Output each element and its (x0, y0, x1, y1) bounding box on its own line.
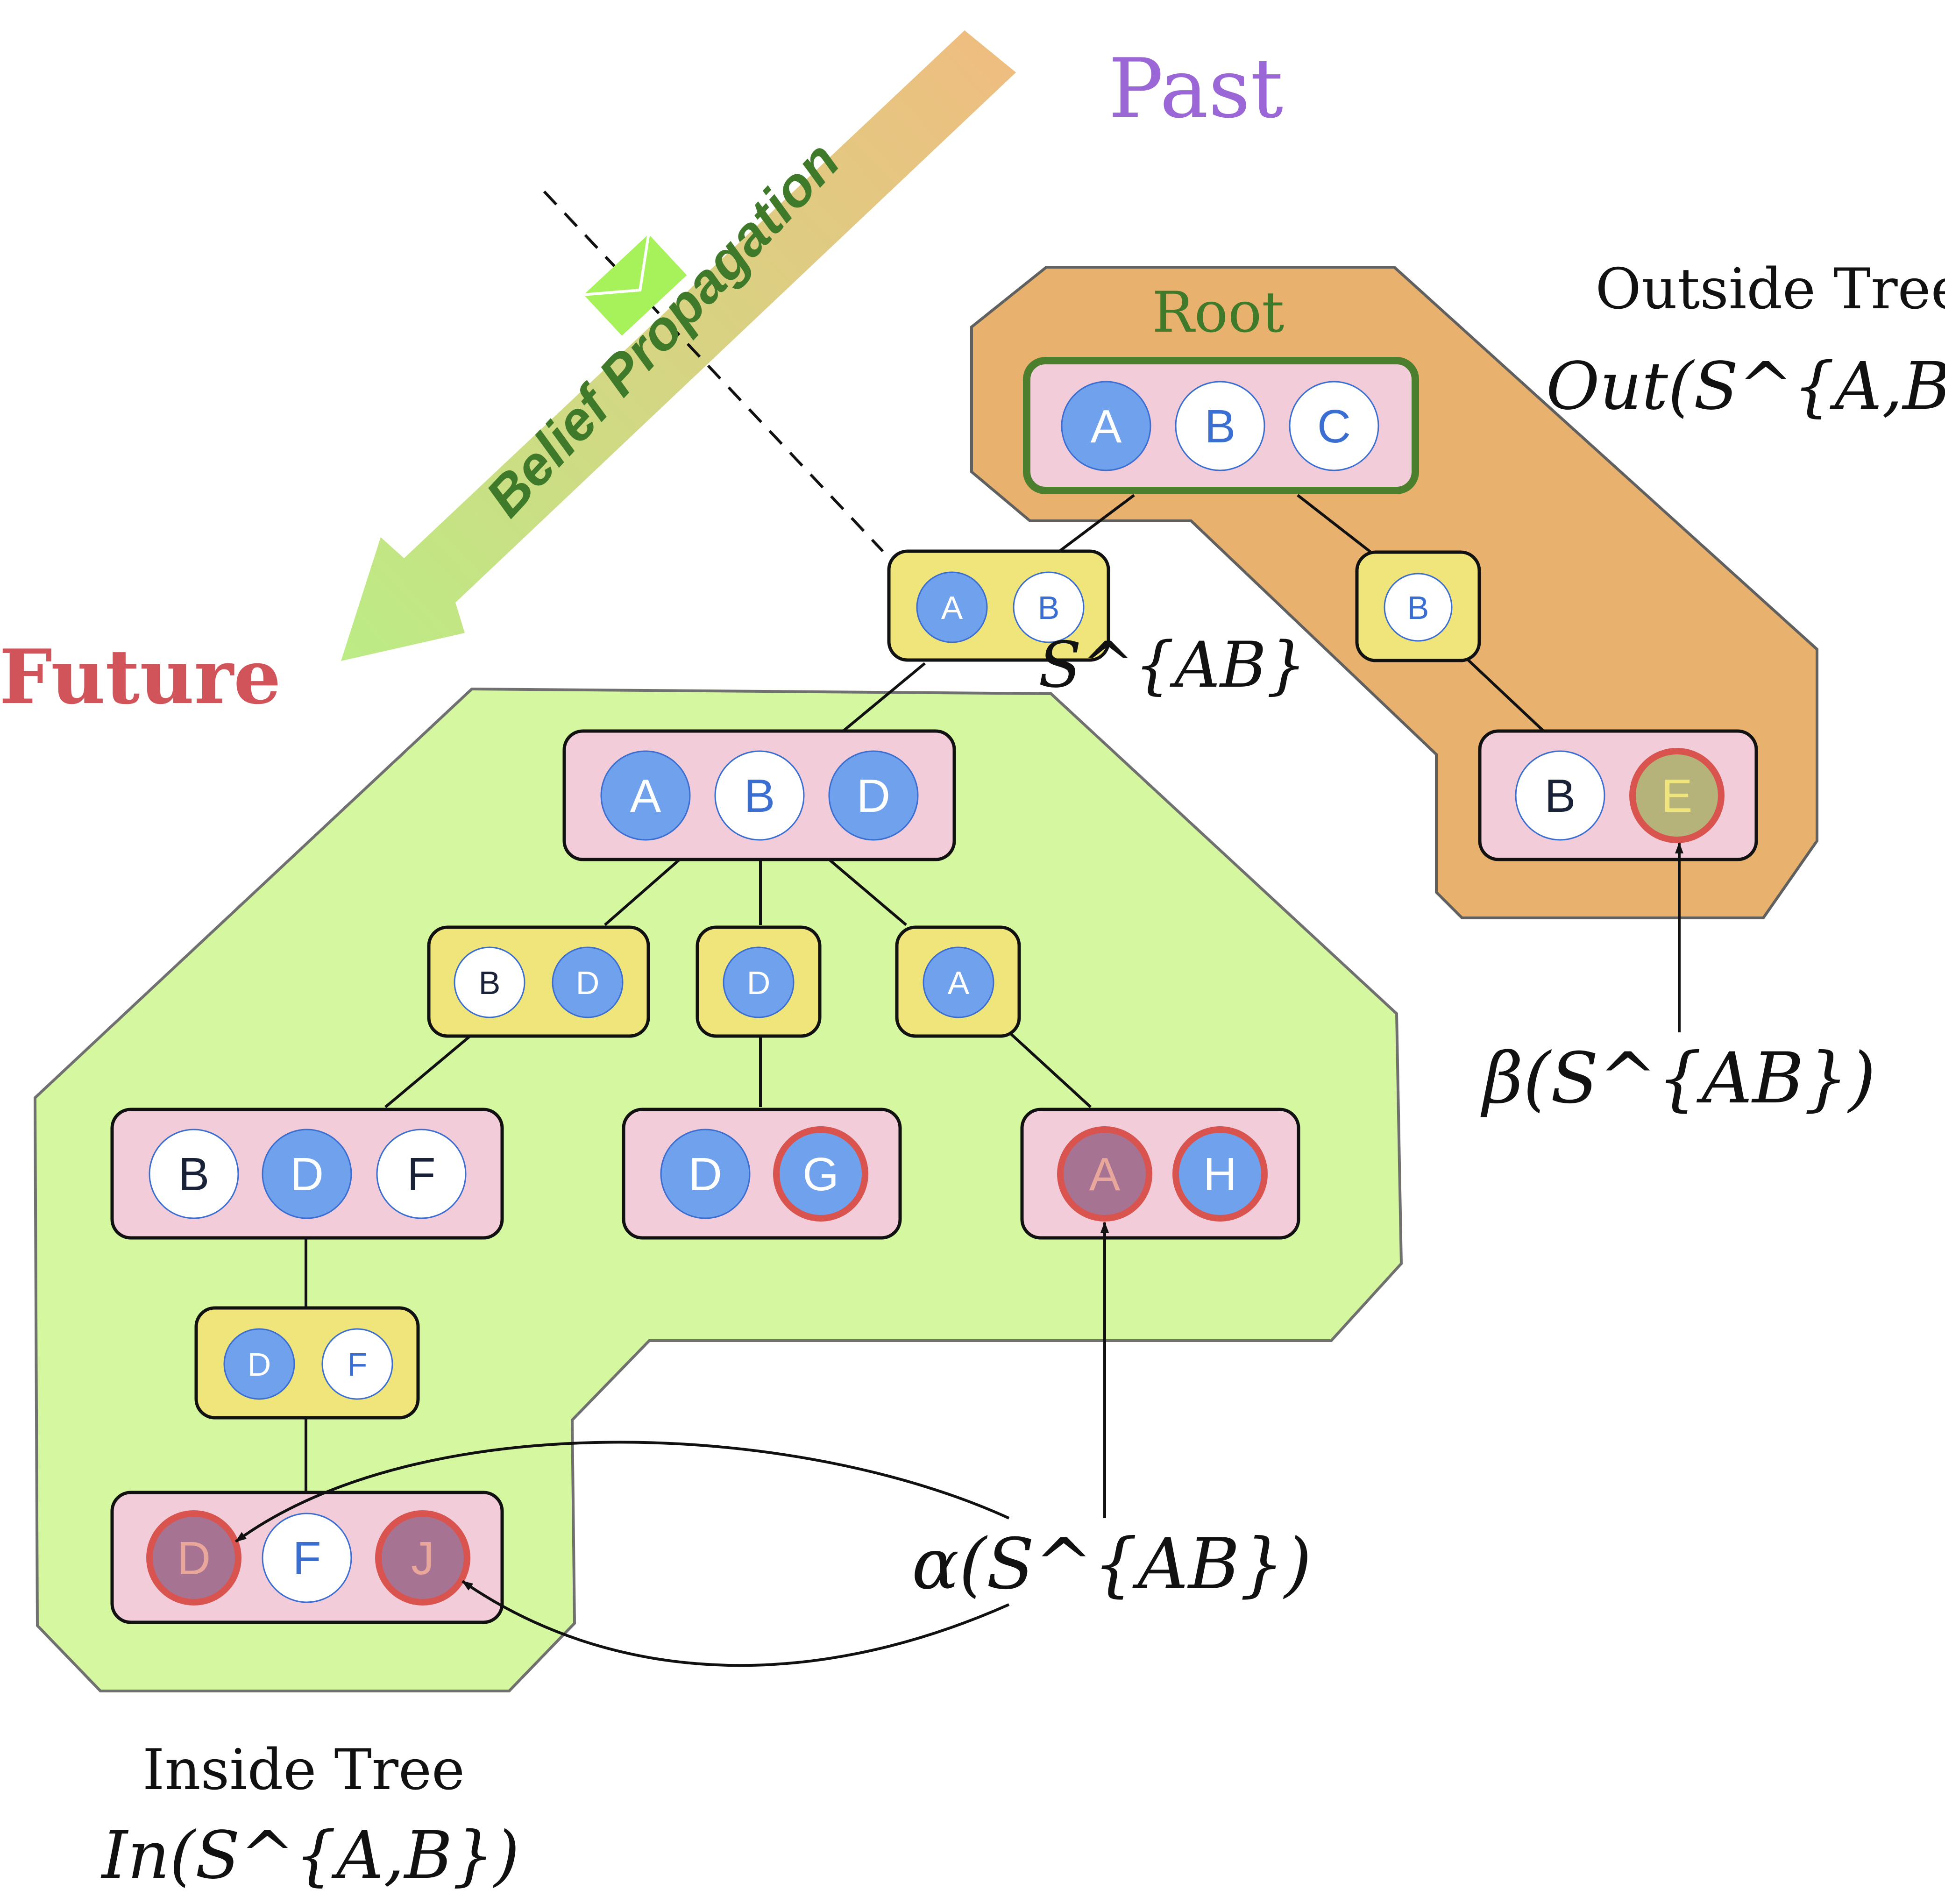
node-label: F (407, 1148, 435, 1201)
node-circle (1013, 571, 1085, 643)
node-label: A (630, 770, 661, 822)
node-circle (600, 750, 691, 841)
node-label: F (348, 1346, 368, 1383)
node-circle (376, 1129, 467, 1219)
node-label: A (948, 965, 970, 1001)
beta-label: β(S^{AB}) (1480, 1038, 1876, 1119)
node-circle-evidence (375, 1510, 470, 1606)
node-label: E (1661, 770, 1693, 822)
node-label: J (411, 1532, 434, 1584)
node-label: D (576, 965, 600, 1001)
node-circle-evidence (773, 1126, 868, 1222)
alpha-arrow-to-j (461, 1580, 1010, 1667)
node-label: D (290, 1148, 324, 1201)
node-label: B (744, 770, 775, 822)
node-circle (1289, 381, 1379, 471)
node-circle (552, 946, 624, 1018)
outside-tree-label: Outside Tree (1595, 257, 1945, 322)
node-circle (916, 571, 988, 643)
node-label: D (747, 965, 771, 1001)
node-label: B (1545, 770, 1576, 822)
node-label: D (177, 1532, 211, 1584)
node-circle (262, 1513, 352, 1603)
node-label: H (1203, 1148, 1237, 1201)
future-label: Future (0, 633, 281, 721)
node-circle (149, 1129, 239, 1219)
node-circle (923, 946, 994, 1018)
node-circle (714, 750, 805, 841)
node-circle (1515, 750, 1605, 841)
node-circle (321, 1328, 393, 1400)
alpha-label: α(S^{AB}) (912, 1524, 1312, 1605)
inside-tree-label: Inside Tree (142, 1738, 465, 1803)
node-circle (1384, 573, 1453, 642)
node-label: B (1407, 590, 1429, 626)
node-label: B (178, 1148, 210, 1201)
belief-propagation-label: Belief Propagation (474, 130, 852, 528)
message-envelope-icon (583, 234, 687, 336)
separator-label: S^{AB} (1038, 628, 1306, 702)
message-dashed-line (543, 190, 884, 553)
node-label: A (941, 590, 963, 626)
inside-tree-math: In(S^{A,B}) (100, 1818, 520, 1894)
node-label: F (292, 1532, 321, 1584)
node-circle-evidence (1057, 1126, 1152, 1222)
node-label: C (1317, 400, 1351, 453)
node-circle (1061, 381, 1151, 471)
node-label: B (1205, 400, 1236, 453)
root-label: Root (1152, 280, 1284, 345)
node-label: D (689, 1148, 722, 1201)
node-label: A (1089, 1148, 1121, 1201)
tree-edges (305, 494, 1547, 1492)
node-label: B (1038, 590, 1060, 626)
node-circle (723, 946, 795, 1018)
node-circle (660, 1129, 751, 1219)
root-clique-nodes: A B C (1061, 381, 1379, 471)
outside-tree-math: Out(S^{A,B}) (1546, 348, 1945, 425)
node-circle-evidence (1629, 748, 1725, 843)
node-circle-evidence (1172, 1126, 1268, 1222)
belief-propagation-arrow (341, 30, 1016, 661)
node-label: A (1091, 400, 1122, 453)
node-label: D (248, 1346, 271, 1383)
message-arrows (235, 842, 1683, 1667)
node-circle (1175, 381, 1265, 471)
node-circle (828, 750, 919, 841)
node-label: D (857, 770, 890, 822)
node-circle-evidence (146, 1510, 241, 1606)
node-circle (223, 1328, 295, 1400)
node-label: G (802, 1148, 839, 1201)
alpha-arrow-to-d (235, 1441, 1010, 1543)
past-label: Past (1108, 42, 1283, 136)
node-label: B (479, 965, 501, 1001)
node-circle (454, 946, 525, 1018)
node-circle (262, 1129, 352, 1219)
